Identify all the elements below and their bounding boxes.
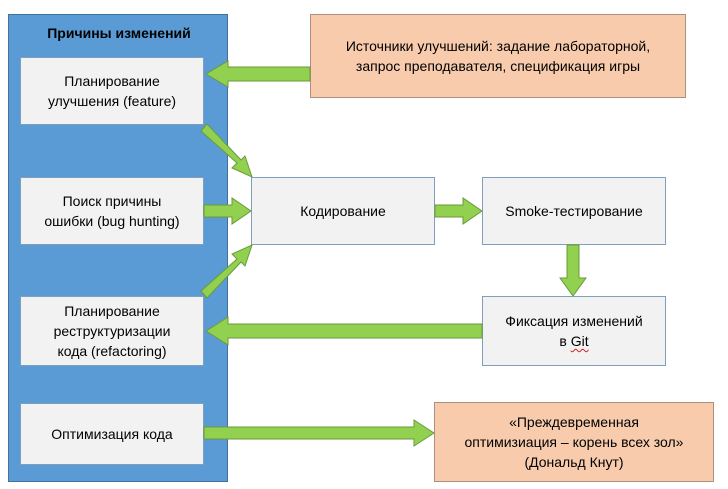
commit-line-2-prefix: в (559, 333, 571, 349)
arrow-refactoring-to-coding (200, 244, 253, 299)
arrow-feature-to-coding (200, 123, 253, 178)
cause-bug-line-2: ошибки (bug hunting) (44, 213, 180, 229)
arrow-commit-to-refactoring (205, 316, 483, 346)
cause-optimization-box: Оптимизация кода (20, 403, 204, 465)
coding-box: Кодирование (251, 177, 435, 245)
quote-line-2: оптимизиация – корень всех зол» (464, 434, 684, 450)
cause-feature-box: Планирование улучшения (feature) (20, 57, 204, 125)
arrow-coding-to-smoke (434, 197, 483, 225)
cause-refactoring-line-2: реструктуризации (53, 323, 171, 339)
cause-feature-line-1: Планирование (64, 73, 160, 89)
arrow-optimization-to-quote (203, 419, 435, 447)
commit-git-word: Git (570, 333, 589, 349)
arrow-smoke-to-commit (559, 244, 587, 297)
sources-line-1: Источники улучшений: задание лабораторно… (345, 38, 651, 54)
panel-title: Причины изменений (47, 25, 191, 41)
arrow-sources-to-feature (205, 60, 311, 88)
cause-optimization-label: Оптимизация кода (51, 426, 173, 442)
cause-feature-line-2: улучшения (feature) (47, 93, 177, 109)
cause-refactoring-line-1: Планирование (64, 303, 160, 319)
commit-line-1: Фиксация изменений (505, 313, 643, 329)
sources-box: Источники улучшений: задание лабораторно… (310, 14, 686, 98)
cause-bug-line-1: Поиск причины (62, 193, 162, 209)
quote-line-1: «Преждевременная (509, 414, 639, 430)
arrow-bug-to-coding (203, 197, 252, 225)
quote-line-3: (Дональд Кнут) (524, 454, 624, 470)
commit-box: Фиксация изменений в Git (482, 296, 666, 366)
sources-line-2: запрос преподавателя, спецификация игры (355, 58, 641, 74)
quote-box: «Преждевременная оптимизиация – корень в… (434, 402, 714, 482)
smoke-test-box: Smoke-тестирование (482, 177, 666, 245)
coding-label: Кодирование (300, 203, 386, 219)
commit-line-2: в Git (505, 331, 642, 351)
smoke-test-label: Smoke-тестирование (505, 203, 643, 219)
cause-refactoring-line-3: кода (refactoring) (57, 343, 167, 359)
cause-bug-box: Поиск причины ошибки (bug hunting) (20, 177, 204, 245)
cause-refactoring-box: Планирование реструктуризации кода (refa… (20, 296, 204, 366)
